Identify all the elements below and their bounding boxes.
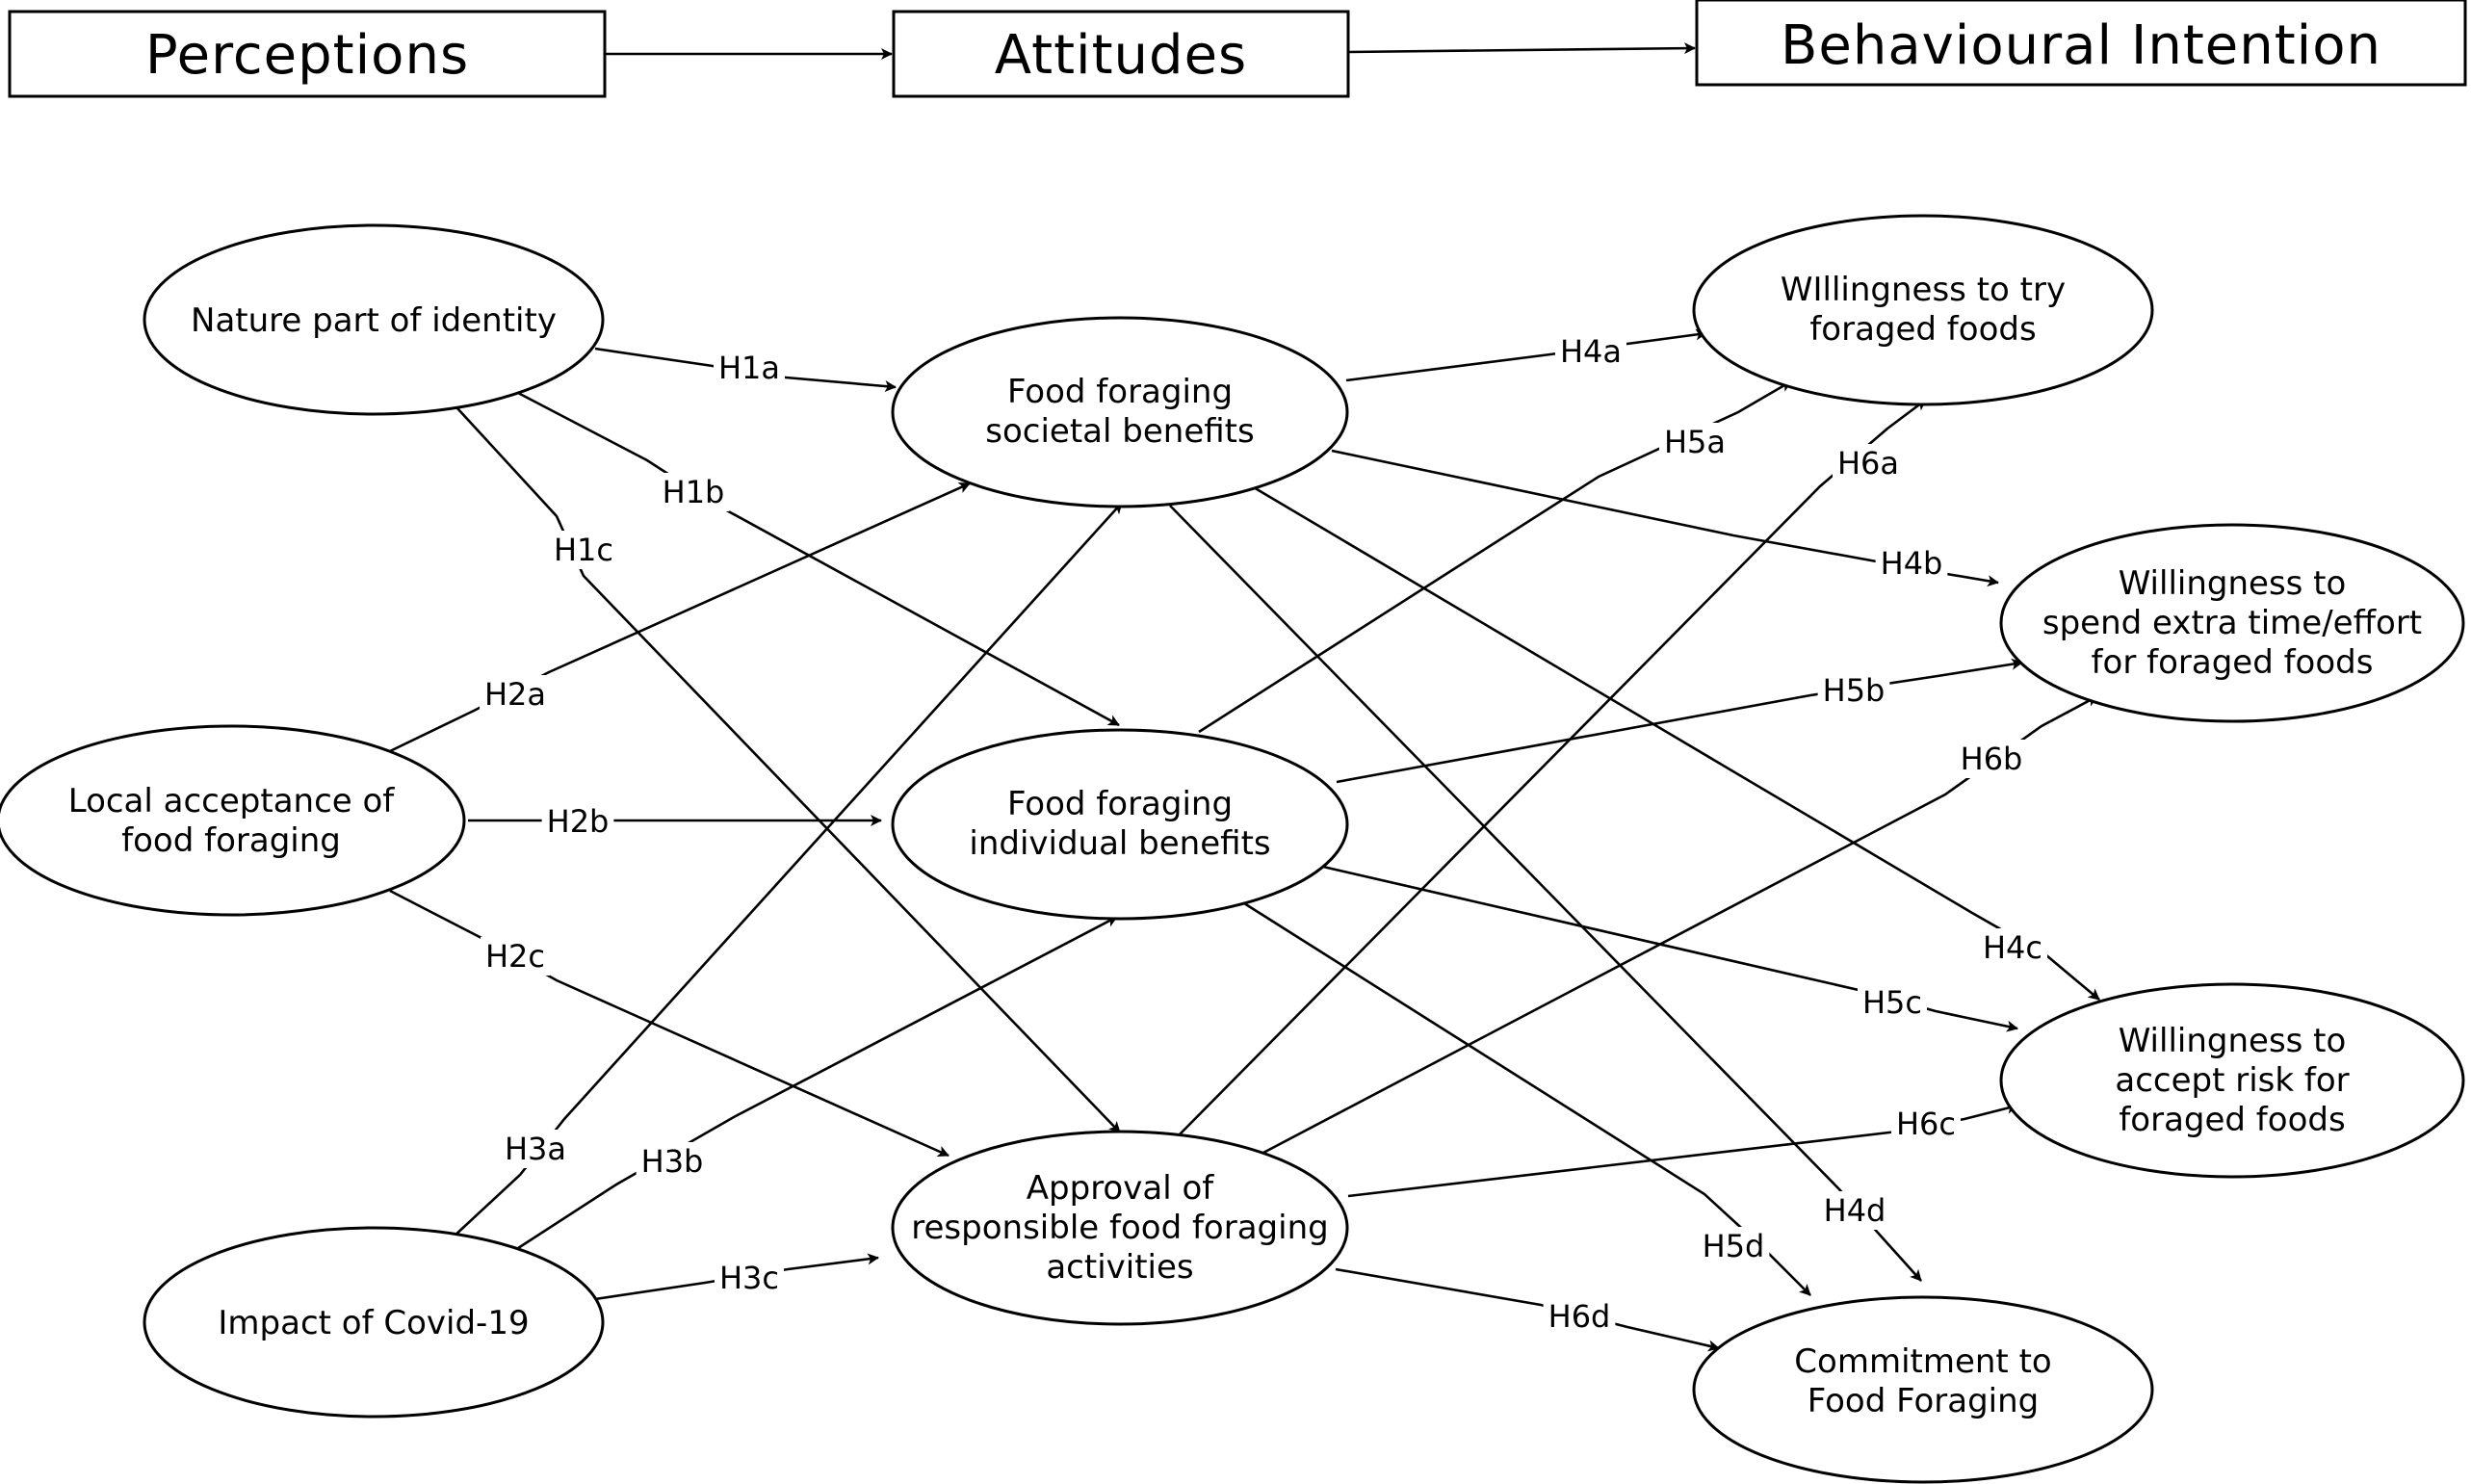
label-h5c: H5c — [1862, 984, 1922, 1021]
node-covid-impact-line-1: Impact of Covid-19 — [218, 1304, 529, 1342]
hypothesis-labels: H1a H1b H1c H2a H2b H2c H3a H3b H3c H4a … — [479, 332, 2048, 1336]
node-local-acceptance-line-1: Local acceptance of — [68, 782, 396, 820]
node-societal-benefits: Food foraging societal benefits — [891, 316, 1349, 508]
node-responsible-approval-line-2: responsible food foraging — [911, 1209, 1328, 1247]
node-accept-risk-line-3: foraged foods — [2119, 1101, 2345, 1139]
label-backing — [713, 349, 786, 387]
node-individual-benefits-line-2: individual benefits — [969, 824, 1270, 863]
node-accept-risk-line-1: Willingness to — [2119, 1022, 2347, 1060]
edge-h6d — [1335, 1267, 1720, 1352]
label-backing — [1658, 423, 1731, 461]
node-accept-risk-line-2: accept risk for — [2115, 1061, 2349, 1100]
label-h4c: H4c — [1983, 929, 2042, 966]
node-societal-benefits-line-1: Food foraging — [1007, 373, 1233, 411]
edge-h4b — [1331, 449, 1999, 587]
label-h1a: H1a — [718, 350, 780, 386]
node-spend-time-line-3: for foraged foods — [2092, 643, 2374, 682]
label-h5b: H5b — [1823, 672, 1886, 709]
node-individual-benefits: Food foraging individual benefits — [891, 728, 1349, 921]
node-commitment-line-2: Food Foraging — [1808, 1382, 2039, 1420]
label-h5a: H5a — [1664, 424, 1726, 460]
label-h6d: H6d — [1548, 1298, 1611, 1335]
label-h2c: H2c — [485, 938, 545, 975]
behavioural-intention-header: Behavioural Intention — [1781, 14, 2381, 77]
edge-h2c — [389, 889, 949, 1158]
node-nature-identity: Nature part of identity — [143, 223, 605, 416]
node-try-foraged-line-1: WIllingness to try — [1781, 271, 2066, 309]
node-try-foraged: WIllingness to try foraged foods — [1692, 214, 2154, 406]
node-spend-time-line-1: Willingness to — [2119, 564, 2347, 603]
label-h4b: H4b — [1881, 545, 1943, 582]
node-responsible-approval-line-1: Approval of — [1027, 1169, 1214, 1208]
label-h6b: H6b — [1961, 741, 2023, 777]
edge-h4a — [1345, 328, 1707, 382]
perceptions-header: Perceptions — [145, 24, 469, 87]
attitudes-header-box — [892, 10, 1350, 98]
label-backing — [636, 1142, 709, 1181]
label-backing — [1818, 1191, 1891, 1230]
label-backing — [1543, 1297, 1616, 1336]
label-h3a: H3a — [505, 1131, 566, 1167]
node-local-acceptance: Local acceptance of food foraging — [0, 724, 466, 917]
label-h4d: H4d — [1824, 1192, 1886, 1229]
label-backing — [499, 1130, 572, 1168]
label-backing — [1817, 671, 1890, 710]
label-h6a: H6a — [1837, 445, 1899, 482]
label-backing — [1955, 740, 2028, 778]
label-backing — [1697, 1227, 1770, 1265]
node-covid-impact: Impact of Covid-19 — [143, 1226, 605, 1419]
label-h3b: H3b — [641, 1143, 704, 1180]
node-commitment-line-1: Commitment to — [1794, 1342, 2051, 1381]
label-backing — [714, 1259, 785, 1297]
label-backing — [657, 473, 730, 511]
attitudes-header: Attitudes — [995, 24, 1247, 87]
node-commitment: Commitment to Food Foraging — [1692, 1295, 2154, 1484]
edge-h5b — [1336, 658, 2023, 784]
label-backing — [479, 675, 552, 714]
label-h1b: H1b — [663, 474, 725, 510]
node-try-foraged-line-2: foraged foods — [1809, 310, 2036, 349]
label-h4a: H4a — [1560, 333, 1622, 370]
label-backing — [1977, 928, 2048, 967]
label-h1c: H1c — [554, 532, 613, 568]
node-individual-benefits-line-1: Food foraging — [1007, 785, 1233, 823]
label-h6c: H6c — [1896, 1106, 1956, 1142]
node-spend-time: Willingness to spend extra time/effort f… — [1999, 523, 2465, 723]
label-backing — [480, 937, 551, 976]
edge-h5d — [1243, 901, 1811, 1296]
perceptions-header-box — [8, 10, 607, 98]
label-h3c: H3c — [719, 1260, 779, 1296]
node-nature-identity-line-1: Nature part of identity — [191, 301, 557, 340]
label-h2b: H2b — [547, 803, 610, 840]
label-backing — [1554, 332, 1627, 371]
node-societal-benefits-line-2: societal benefits — [985, 412, 1254, 451]
node-local-acceptance-line-2: food foraging — [121, 821, 341, 860]
label-h2a: H2a — [484, 676, 546, 713]
label-h5d: H5d — [1703, 1228, 1765, 1264]
label-backing — [1857, 983, 1928, 1022]
label-backing — [541, 802, 614, 841]
label-backing — [1890, 1105, 1962, 1143]
label-backing — [1832, 444, 1905, 482]
node-accept-risk: Willingness to accept risk for foraged f… — [1999, 982, 2465, 1179]
label-backing — [1875, 544, 1948, 583]
node-responsible-approval: Approval of responsible food foraging ac… — [891, 1130, 1349, 1326]
node-spend-time-line-2: spend extra time/effort — [2042, 604, 2422, 642]
edge-h2a — [389, 482, 971, 753]
node-responsible-approval-line-3: activities — [1046, 1248, 1193, 1287]
behavioural-intention-header-box — [1695, 0, 2467, 87]
label-backing — [548, 531, 619, 569]
attitudes-to-behaviour-arrow — [1347, 42, 1696, 55]
